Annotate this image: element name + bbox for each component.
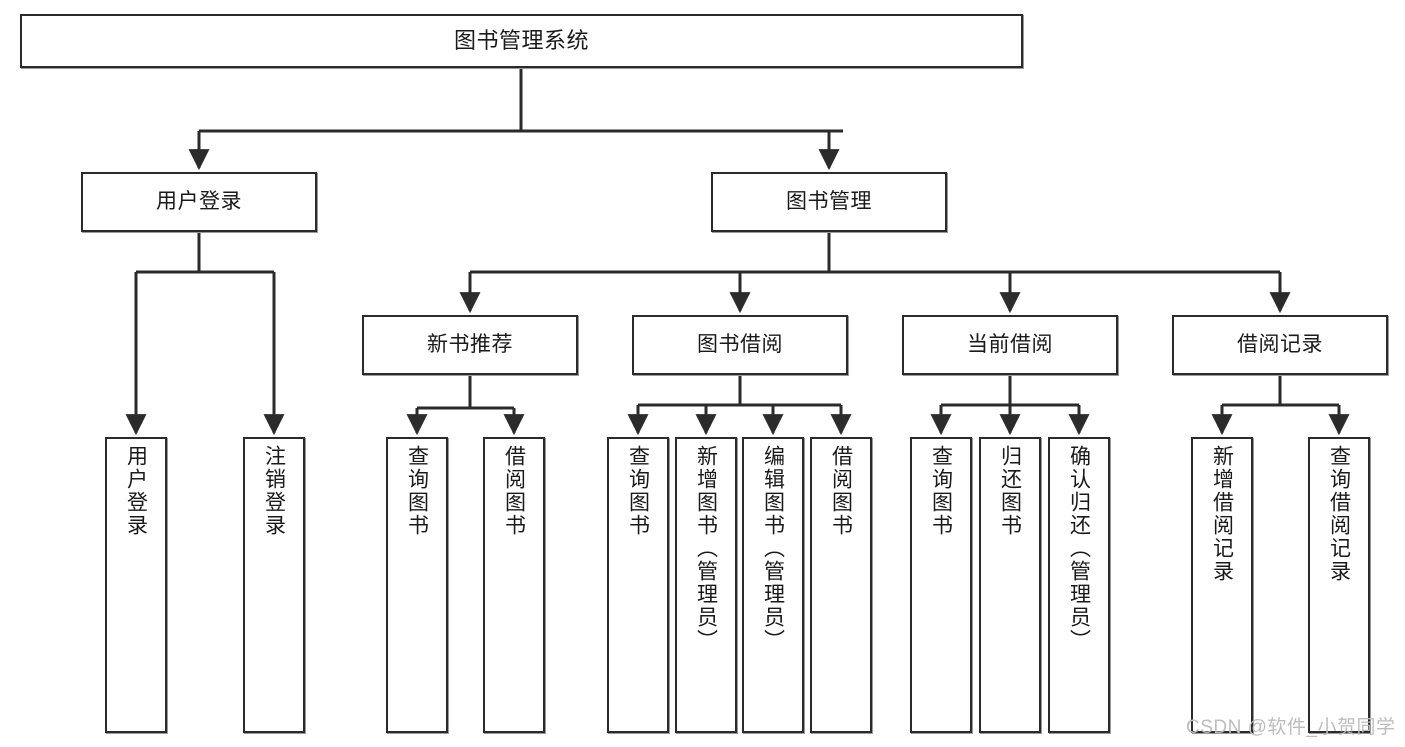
node-leaf-add-record-label: 新增借阅记录 [1210, 445, 1234, 583]
node-book-borrow-label: 图书借阅 [697, 333, 783, 357]
watermark: CSDN @软件_小贺同学 [1186, 717, 1396, 738]
node-root-label: 图书管理系统 [453, 27, 589, 53]
node-leaf-user-logout-label: 注销登录 [262, 445, 286, 537]
node-leaf-borrow-book-1-label: 借阅图书 [502, 445, 526, 537]
node-leaf-user-login-label: 用户登录 [124, 445, 148, 537]
node-leaf-borrow-book-2-label: 借阅图书 [829, 445, 853, 537]
node-current-borrow-label: 当前借阅 [967, 333, 1053, 357]
node-leaf-query-book-2[interactable]: 查询图书 [607, 437, 669, 733]
node-leaf-query-book-3-label: 查询图书 [929, 445, 953, 537]
node-leaf-user-logout[interactable]: 注销登录 [243, 437, 305, 733]
node-leaf-return-book[interactable]: 归还图书 [979, 437, 1041, 733]
node-leaf-confirm-return[interactable]: 确认归还（管理员） [1048, 437, 1110, 733]
node-leaf-query-book-1-label: 查询图书 [405, 445, 429, 537]
node-book-manage[interactable]: 图书管理 [711, 172, 947, 232]
node-leaf-confirm-return-label: 确认归还（管理员） [1067, 445, 1091, 652]
node-user-login[interactable]: 用户登录 [81, 172, 317, 232]
node-book-borrow[interactable]: 图书借阅 [632, 315, 848, 375]
node-leaf-query-book-3[interactable]: 查询图书 [910, 437, 972, 733]
node-leaf-edit-book[interactable]: 编辑图书（管理员） [742, 437, 804, 733]
node-leaf-query-book-1[interactable]: 查询图书 [386, 437, 448, 733]
node-current-borrow[interactable]: 当前借阅 [902, 315, 1118, 375]
node-leaf-query-book-2-label: 查询图书 [626, 445, 650, 537]
node-leaf-add-book[interactable]: 新增图书（管理员） [675, 437, 737, 733]
node-leaf-user-login[interactable]: 用户登录 [105, 437, 167, 733]
node-leaf-borrow-book-2[interactable]: 借阅图书 [810, 437, 872, 733]
node-leaf-edit-book-label: 编辑图书（管理员） [761, 445, 785, 652]
node-leaf-add-book-label: 新增图书（管理员） [694, 445, 718, 652]
node-borrow-record-label: 借阅记录 [1237, 333, 1323, 357]
node-leaf-add-record[interactable]: 新增借阅记录 [1191, 437, 1253, 733]
node-new-book-rec-label: 新书推荐 [427, 333, 513, 357]
node-leaf-query-record[interactable]: 查询借阅记录 [1308, 437, 1370, 733]
node-new-book-rec[interactable]: 新书推荐 [362, 315, 578, 375]
node-borrow-record[interactable]: 借阅记录 [1172, 315, 1388, 375]
node-leaf-borrow-book-1[interactable]: 借阅图书 [483, 437, 545, 733]
node-book-manage-label: 图书管理 [786, 190, 872, 214]
node-leaf-return-book-label: 归还图书 [998, 445, 1022, 537]
node-root[interactable]: 图书管理系统 [20, 14, 1023, 68]
node-leaf-query-record-label: 查询借阅记录 [1327, 445, 1351, 583]
node-user-login-label: 用户登录 [156, 190, 242, 214]
